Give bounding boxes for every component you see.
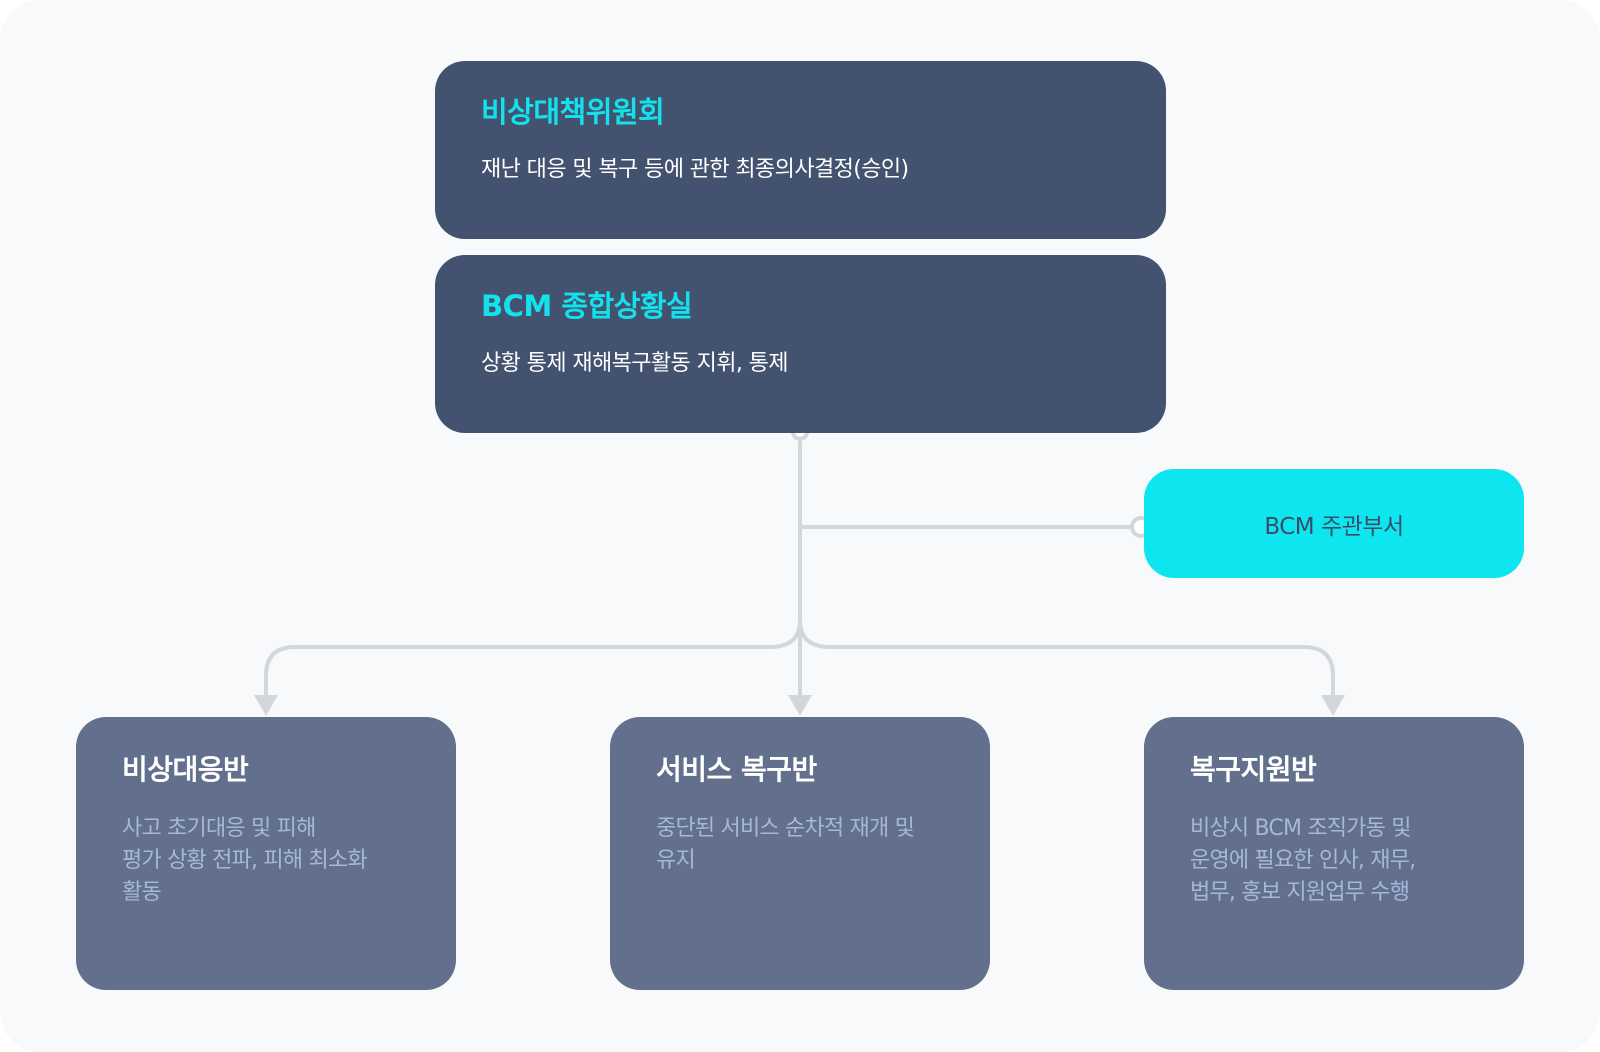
team-description-line: 유지 [656, 847, 696, 873]
arrow-head-right [1321, 695, 1345, 716]
situation-room-title: BCM 종합상황실 [481, 289, 693, 323]
managing-department-box: BCM 주관부서 [1144, 469, 1524, 578]
emergency-response-team-box: 비상대응반 사고 초기대응 및 피해 평가 상황 전파, 피해 최소화 활동 [76, 717, 456, 990]
committee-description: 재난 대응 및 복구 등에 관한 최종의사결정(승인) [481, 156, 909, 182]
committee-title: 비상대책위원회 [481, 95, 665, 129]
team-description-line: 활동 [122, 879, 162, 905]
branch-to-support-team [798, 618, 1335, 697]
team-title: 복구지원반 [1190, 753, 1317, 786]
situation-room-description: 상황 통제 재해복구활동 지휘, 통제 [481, 350, 789, 376]
managing-department-label: BCM 주관부서 [1264, 513, 1404, 540]
team-description-line: 중단된 서비스 순차적 재개 및 [656, 815, 915, 841]
arrow-head-left [254, 695, 278, 716]
team-description-line: 법무, 홍보 지원업무 수행 [1190, 879, 1410, 905]
team-description: 사고 초기대응 및 피해 평가 상황 전파, 피해 최소화 활동 [122, 813, 410, 909]
team-description: 중단된 서비스 순차적 재개 및 유지 [656, 813, 944, 877]
team-description: 비상시 BCM 조직가동 및 운영에 필요한 인사, 재무, 법무, 홍보 지원… [1190, 813, 1478, 909]
team-title: 서비스 복구반 [656, 753, 817, 786]
team-title: 비상대응반 [122, 753, 249, 786]
team-description-line: 비상시 BCM 조직가동 및 [1190, 815, 1412, 841]
service-recovery-team-box: 서비스 복구반 중단된 서비스 순차적 재개 및 유지 [610, 717, 990, 990]
branch-to-emergency-team [264, 618, 802, 697]
team-description-line: 사고 초기대응 및 피해 [122, 815, 316, 841]
team-description-line: 운영에 필요한 인사, 재무, [1190, 847, 1416, 873]
team-description-line: 평가 상황 전파, 피해 최소화 [122, 847, 368, 873]
arrow-head-center [788, 695, 812, 716]
recovery-support-team-box: 복구지원반 비상시 BCM 조직가동 및 운영에 필요한 인사, 재무, 법무,… [1144, 717, 1524, 990]
committee-box: 비상대책위원회 재난 대응 및 복구 등에 관한 최종의사결정(승인) [435, 61, 1166, 239]
situation-room-box: BCM 종합상황실 상황 통제 재해복구활동 지휘, 통제 [435, 255, 1166, 433]
